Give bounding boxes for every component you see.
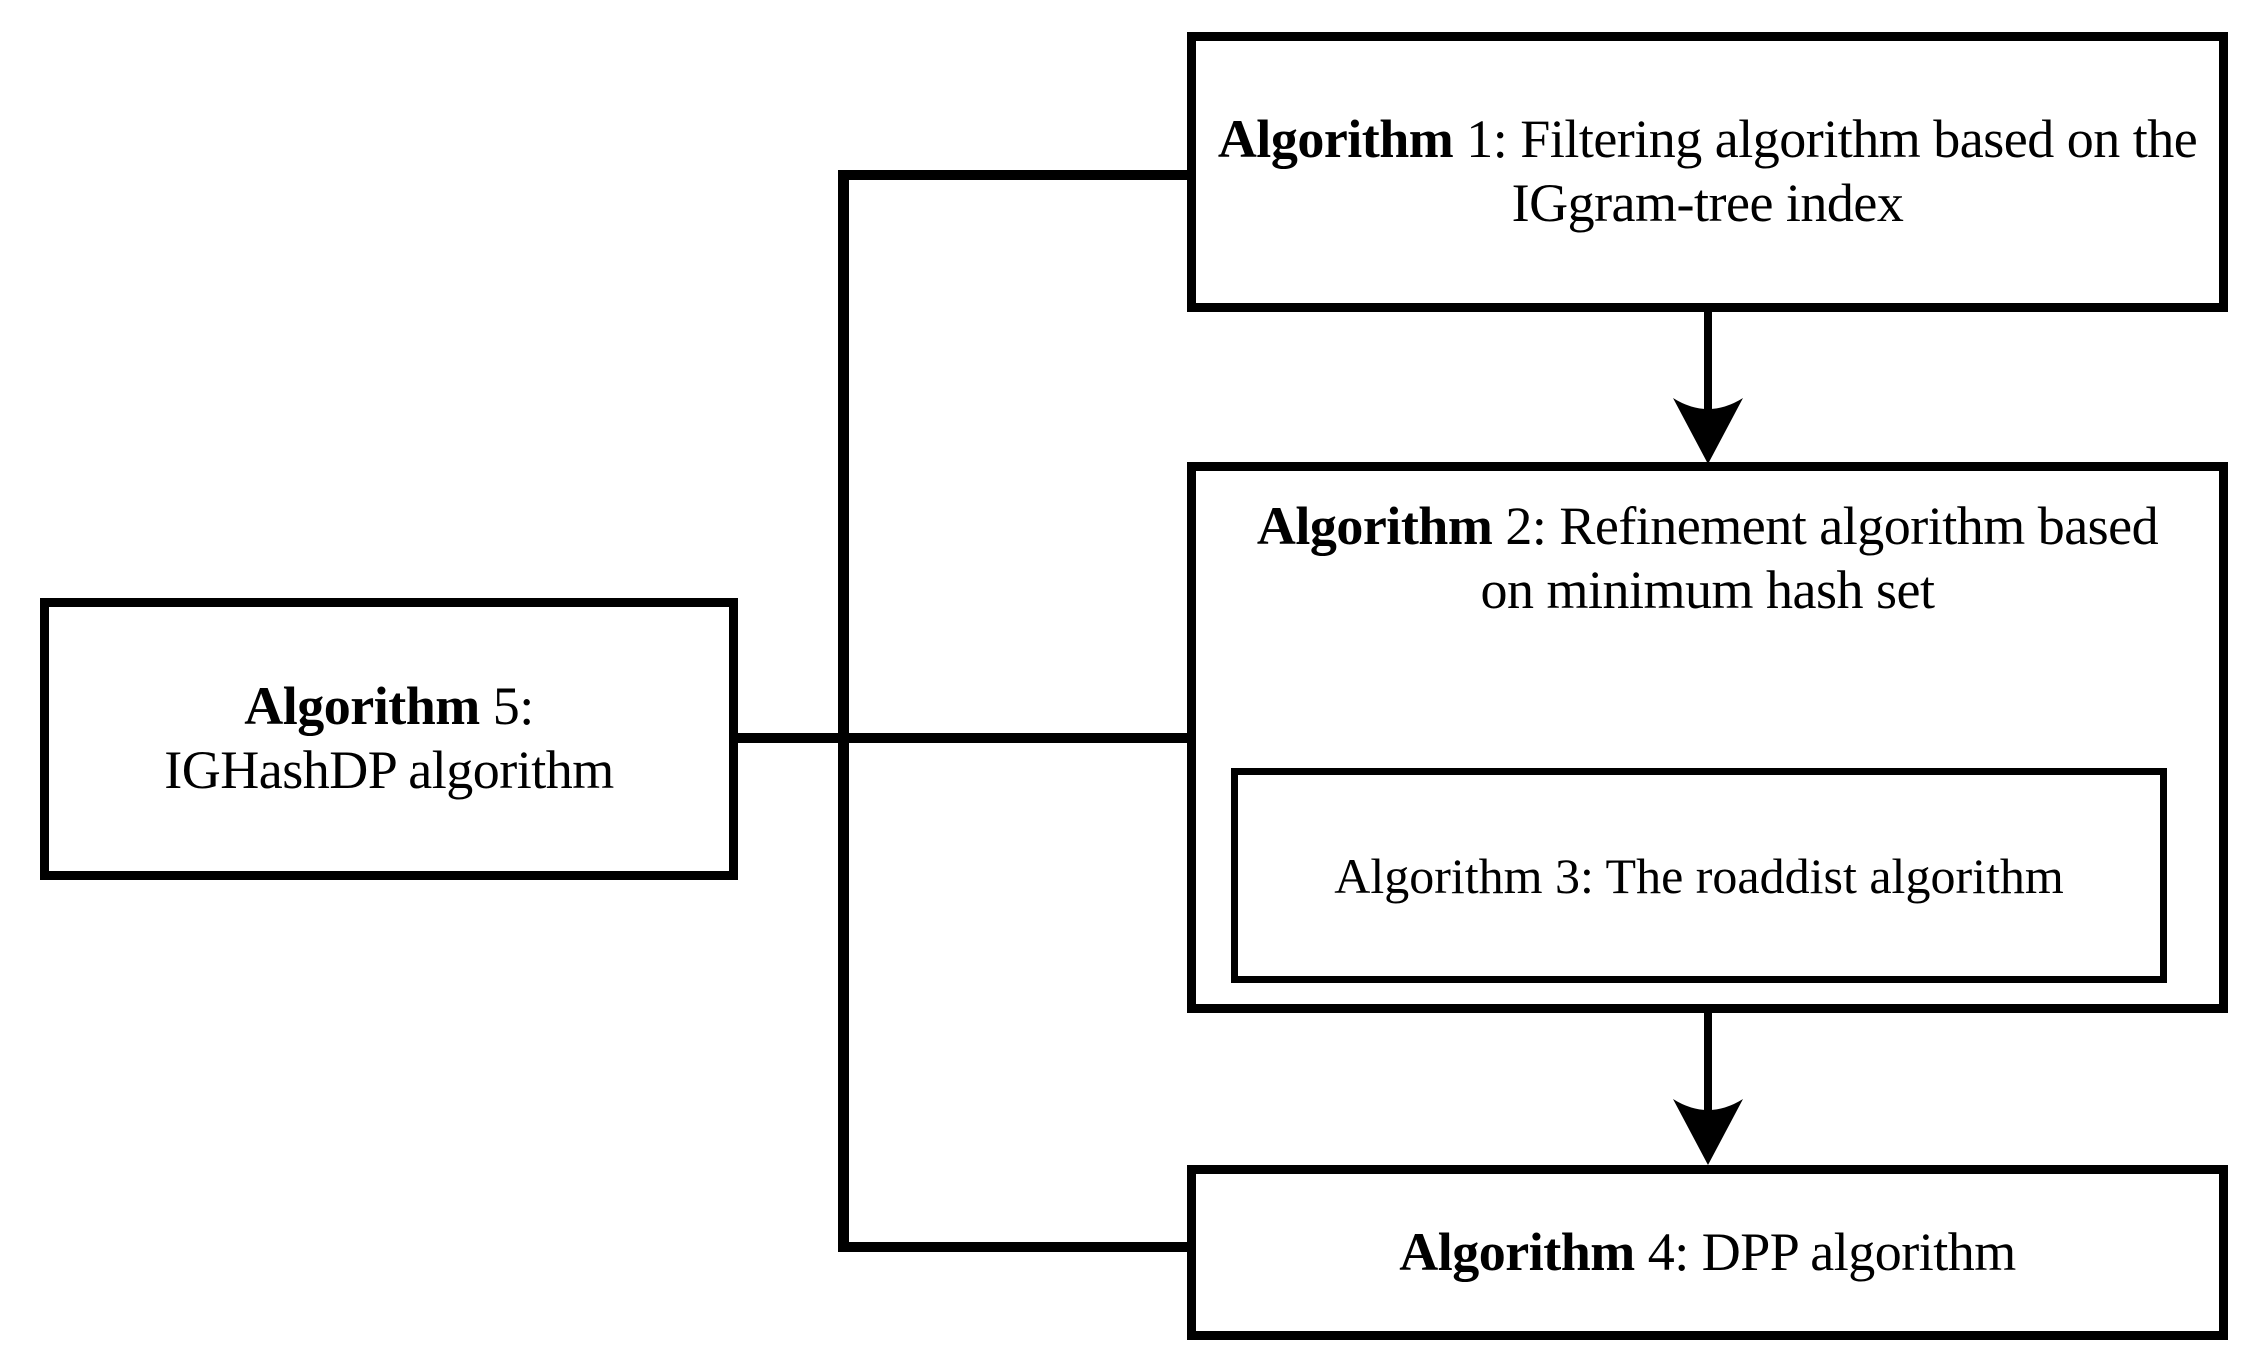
algorithm-5-body: IGHashDP algorithm: [164, 740, 614, 800]
algorithm-2-number: 2:: [1492, 496, 1547, 556]
algorithm-3-number: 3:: [1542, 847, 1594, 904]
algorithm-5-number: 5:: [479, 676, 535, 737]
algorithm-1-box[interactable]: Algorithm 1: Filtering algorithm based o…: [1187, 32, 2228, 312]
algorithm-2-text: Algorithm 2: Refinement algorithm based …: [1196, 471, 2219, 622]
algorithm-5-box[interactable]: Algorithm 5:IGHashDP algorithm: [40, 598, 738, 880]
bracket-branch-to-algorithm-1: [838, 170, 1190, 180]
algorithm-4-body: DPP algorithm: [1688, 1221, 2017, 1282]
algorithm-3-body: The roaddist algorithm: [1593, 847, 2064, 904]
algorithm-4-number: 4:: [1634, 1221, 1690, 1282]
arrow-shaft-algorithm1-to-algorithm2: [1704, 310, 1712, 422]
algorithm-2-lead: Algorithm: [1256, 496, 1493, 556]
algorithm-5-text: Algorithm 5:IGHashDP algorithm: [49, 675, 729, 802]
algorithm-5-lead: Algorithm: [244, 676, 480, 737]
algorithm-4-lead: Algorithm: [1399, 1221, 1635, 1282]
algorithm-4-text: Algorithm 4: DPP algorithm: [1196, 1221, 2219, 1285]
algorithm-1-number: 1:: [1453, 109, 1508, 170]
arrow-shaft-algorithm2-to-algorithm4: [1704, 1011, 1712, 1123]
algorithm-1-text: Algorithm 1: Filtering algorithm based o…: [1196, 108, 2219, 235]
arrowhead-down-icon: [1673, 1099, 1743, 1165]
algorithm-3-text: Algorithm 3: The roaddist algorithm: [1334, 847, 2064, 905]
bracket-branch-to-algorithm-4: [838, 1242, 1190, 1252]
algorithm-4-box[interactable]: Algorithm 4: DPP algorithm: [1187, 1165, 2228, 1340]
algorithm-3-lead: Algorithm: [1334, 847, 1543, 904]
arrowhead-down-icon: [1673, 398, 1743, 464]
algorithm-3-box[interactable]: Algorithm 3: The roaddist algorithm: [1231, 768, 2167, 983]
algorithm-1-body: Filtering algorithm based on the IGgram-…: [1507, 109, 2198, 233]
bracket-branch-to-algorithm-2: [730, 733, 1190, 743]
bracket-trunk-line: [838, 170, 849, 1252]
algorithm-1-lead: Algorithm: [1217, 109, 1454, 170]
algorithm-2-body: Refinement algorithm based on minimum ha…: [1480, 496, 2159, 620]
